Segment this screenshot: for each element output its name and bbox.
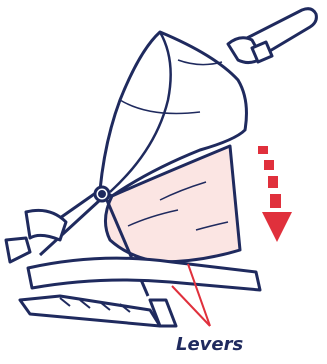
direction-arrow [258, 146, 292, 242]
push-handle [228, 9, 316, 63]
levers-label: Levers [176, 334, 256, 355]
